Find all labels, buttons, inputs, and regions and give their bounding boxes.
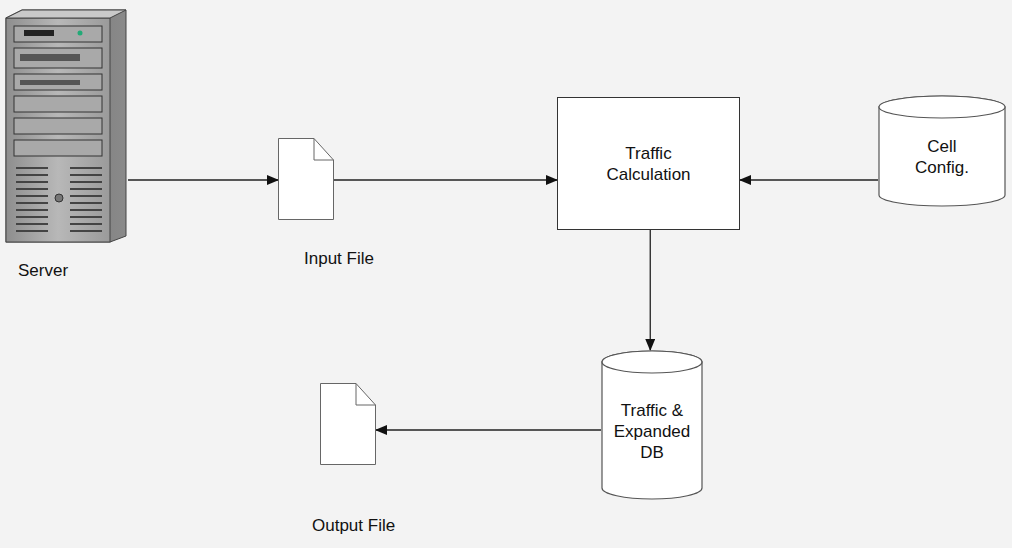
icon-label: Server [18,260,68,281]
document-illustration [278,138,334,220]
flow-arrow [128,179,278,180]
database-label: Cell Config. [902,136,982,178]
file-icon: Input File [278,138,334,278]
file-icon: Output File [320,383,376,543]
flow-arrow [376,429,601,430]
database-cylinder: Traffic & Expanded DB [601,350,703,500]
process-box: Traffic Calculation [557,97,740,230]
process-label: Traffic Calculation [593,143,705,185]
flow-arrow [334,179,557,180]
server-illustration [0,8,128,244]
icon-label: Output File [312,515,395,536]
icon-label: Input File [304,248,374,269]
text-holder: Cell Config. [878,95,1006,207]
database-cylinder: Cell Config. [878,95,1006,207]
flow-arrow [650,230,651,350]
text-holder: Traffic & Expanded DB [601,350,703,500]
document-illustration [320,383,376,465]
database-label: Traffic & Expanded DB [609,400,695,463]
flow-arrow [740,179,878,180]
server-icon: Server [0,8,128,288]
text-holder: Traffic Calculation [558,98,739,229]
